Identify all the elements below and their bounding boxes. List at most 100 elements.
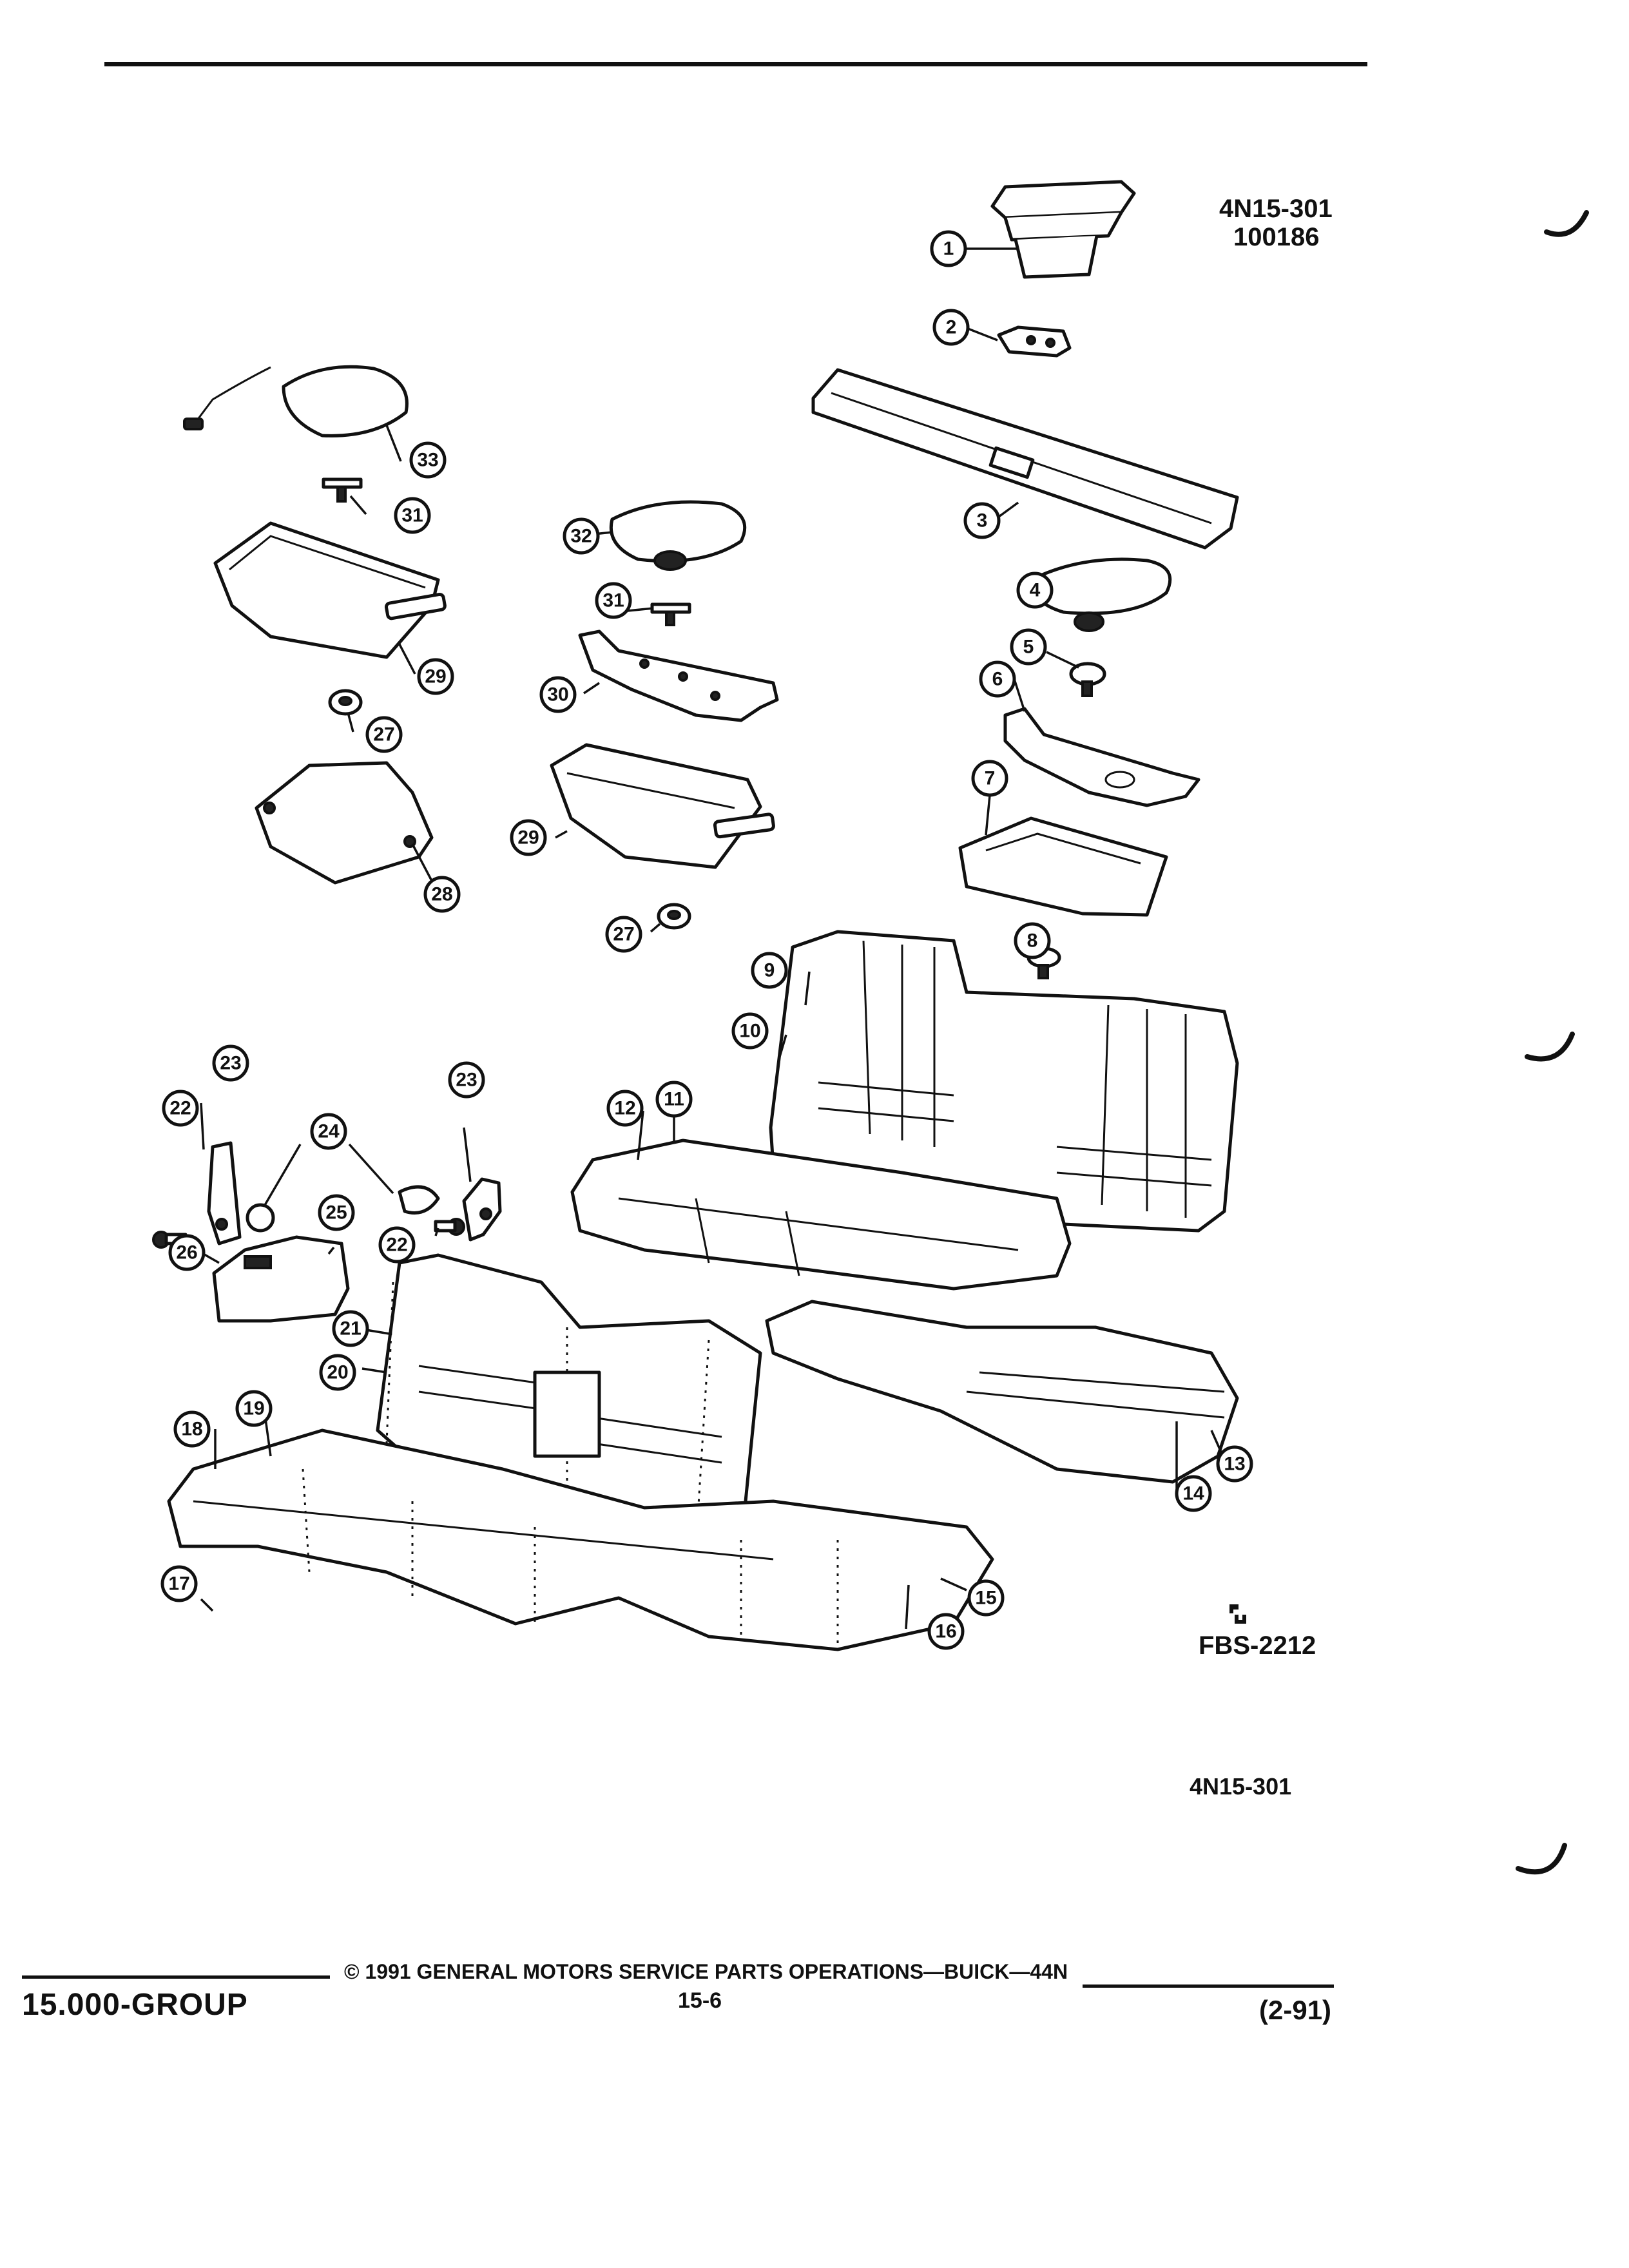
- callout-23-left: 23: [212, 1044, 249, 1082]
- footer-group-label: 15.000-GROUP: [22, 1988, 248, 2022]
- svg-text:11: 11: [664, 1089, 684, 1110]
- callout-33: 33: [409, 441, 447, 479]
- svg-text:19: 19: [243, 1398, 264, 1419]
- callout-6: 6: [979, 660, 1016, 698]
- callout-4: 4: [1016, 572, 1054, 609]
- part-screw-left: [322, 477, 363, 503]
- margin-mark: [1544, 210, 1589, 237]
- part-speaker-left-harness: [183, 365, 409, 437]
- part-speaker-bracket-right: [1003, 707, 1200, 807]
- part-hinge-bracket-right: [462, 1177, 502, 1242]
- callout-9: 9: [751, 952, 788, 989]
- svg-text:25: 25: [325, 1202, 347, 1224]
- svg-text:28: 28: [431, 884, 452, 905]
- callout-25: 25: [318, 1194, 355, 1231]
- svg-text:6: 6: [992, 669, 1003, 690]
- fbs-code: FBS-2212: [1199, 1631, 1316, 1660]
- callout-29-center: 29: [510, 819, 547, 856]
- svg-text:14: 14: [1182, 1483, 1204, 1504]
- callout-23-right: 23: [448, 1061, 485, 1099]
- part-rear-seat-cushion-upper: [570, 1139, 1072, 1291]
- svg-text:33: 33: [417, 450, 438, 471]
- margin-mark: [1516, 1843, 1567, 1875]
- callout-29-left: 29: [417, 658, 454, 695]
- footer-rule-left: [22, 1975, 330, 1979]
- part-rear-seat-cushion-lower: [765, 1300, 1239, 1484]
- svg-text:18: 18: [181, 1419, 202, 1440]
- callout-31-left: 31: [394, 497, 431, 534]
- svg-text:22: 22: [169, 1098, 191, 1119]
- gm-parts-logo-icon: [1229, 1604, 1246, 1624]
- callout-22-right: 22: [378, 1226, 416, 1264]
- callout-20: 20: [319, 1354, 356, 1391]
- svg-text:26: 26: [176, 1242, 197, 1264]
- callout-2: 2: [932, 309, 970, 346]
- callout-22-left: 22: [162, 1090, 199, 1127]
- svg-text:29: 29: [517, 827, 539, 849]
- svg-text:23: 23: [456, 1070, 477, 1091]
- callout-3: 3: [963, 502, 1001, 539]
- svg-text:32: 32: [570, 526, 592, 547]
- svg-text:7: 7: [985, 768, 996, 789]
- callout-32: 32: [563, 517, 600, 555]
- part-hinge-bracket-left: [207, 1141, 242, 1245]
- svg-text:5: 5: [1023, 637, 1034, 658]
- callout-7: 7: [971, 760, 1008, 797]
- figure-id-top: 4N15-301: [1219, 195, 1333, 223]
- margin-mark: [1525, 1032, 1575, 1062]
- callout-21: 21: [332, 1310, 369, 1347]
- part-rear-seat-back-upper: [769, 930, 1239, 1233]
- callout-16: 16: [927, 1613, 965, 1650]
- header-rule: [104, 62, 1367, 66]
- part-armrest-assembly: [212, 1235, 350, 1323]
- callout-19: 19: [235, 1390, 273, 1427]
- callout-1: 1: [930, 230, 967, 267]
- svg-text:8: 8: [1027, 930, 1038, 952]
- part-speaker-box-left: [213, 521, 447, 659]
- svg-text:22: 22: [386, 1235, 407, 1256]
- footer-page-number: 15-6: [678, 1988, 722, 2013]
- callout-5: 5: [1010, 628, 1047, 666]
- part-cover-plate: [255, 761, 434, 885]
- callout-17: 17: [160, 1565, 198, 1602]
- svg-text:4: 4: [1030, 580, 1041, 601]
- callout-15: 15: [967, 1579, 1005, 1617]
- svg-text:29: 29: [425, 666, 446, 687]
- callout-28: 28: [423, 876, 461, 913]
- svg-text:3: 3: [977, 510, 988, 532]
- callout-12: 12: [606, 1090, 644, 1127]
- part-speaker-box-center: [550, 743, 775, 869]
- part-speaker-bracket-center: [578, 629, 779, 722]
- callout-27-center: 27: [605, 916, 642, 953]
- svg-text:23: 23: [220, 1053, 241, 1074]
- callout-10: 10: [731, 1012, 769, 1050]
- part-clip-pair: [246, 1185, 440, 1233]
- part-speaker-center: [609, 500, 747, 571]
- part-grommet: [1069, 662, 1106, 697]
- part-speaker-tray: [958, 816, 1168, 917]
- footer-rule-right: [1083, 1984, 1334, 1988]
- svg-text:1: 1: [943, 238, 954, 260]
- svg-text:31: 31: [401, 505, 423, 526]
- part-rear-shelf-panel: [811, 368, 1239, 550]
- svg-text:15: 15: [975, 1588, 996, 1609]
- callout-31-center: 31: [595, 582, 632, 619]
- callout-26: 26: [168, 1234, 206, 1271]
- part-armrest-bracket: [997, 325, 1072, 358]
- part-armrest: [990, 180, 1136, 279]
- svg-text:21: 21: [340, 1318, 361, 1340]
- svg-text:12: 12: [614, 1098, 635, 1119]
- footer-copyright: © 1991 GENERAL MOTORS SERVICE PARTS OPER…: [344, 1960, 1068, 1983]
- callout-18: 18: [173, 1410, 211, 1448]
- svg-text:30: 30: [547, 684, 568, 706]
- callout-27-left: 27: [365, 716, 403, 753]
- part-grommet-left: [328, 689, 363, 716]
- svg-text:17: 17: [168, 1573, 189, 1595]
- part-bolt-right: [434, 1218, 465, 1236]
- callout-13: 13: [1216, 1445, 1253, 1483]
- svg-text:9: 9: [764, 960, 775, 981]
- callout-24: 24: [310, 1113, 347, 1150]
- svg-text:2: 2: [946, 317, 957, 338]
- svg-text:27: 27: [613, 924, 634, 945]
